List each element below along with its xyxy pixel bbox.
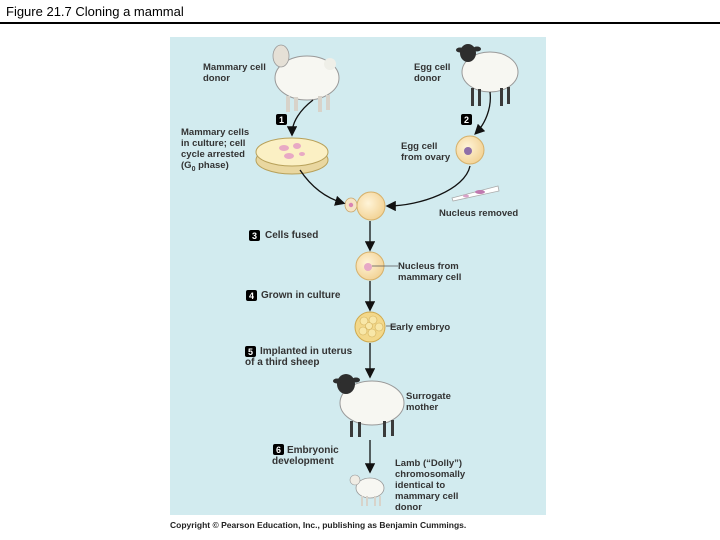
page-title: Figure 21.7 Cloning a mammal	[6, 4, 184, 19]
mammary-donor-sheep-icon	[272, 44, 340, 112]
label-egg-cell-from-ovary: Egg cell from ovary	[401, 141, 451, 163]
arrow-dish-to-fusion	[299, 169, 346, 206]
step-badge-5: 5	[245, 346, 256, 357]
step-number-3: 3	[252, 231, 257, 241]
step-badge-3: 3	[249, 230, 260, 241]
step-4-text: Grown in culture	[261, 290, 341, 301]
title-divider	[0, 22, 720, 24]
egg-cell-icon	[455, 135, 485, 165]
step-badges: 1 2 3 4 5 6	[245, 114, 472, 455]
step-badge-6: 6	[273, 444, 284, 455]
step-number-5: 5	[248, 347, 253, 357]
egg-donor-sheep-icon	[456, 44, 519, 106]
label-early-embryo: Early embryo	[390, 322, 451, 333]
arrow-egg-donor-to-egg	[474, 91, 491, 135]
early-embryo-icon	[354, 311, 386, 343]
culture-dish-icon	[255, 137, 329, 175]
lamb-dolly-icon	[349, 474, 385, 506]
arrow-egg-to-fusion	[385, 165, 471, 212]
label-nucleus-from-mammary-cell: Nucleus from mammary cell	[398, 261, 462, 283]
step-number-1: 1	[279, 115, 284, 125]
label-lamb-dolly: Lamb (“Dolly”) chromosomally identical t…	[395, 458, 466, 513]
step-number-2: 2	[464, 115, 469, 125]
label-surrogate-mother: Surrogate mother	[406, 391, 451, 413]
step-6-text: Embryonic development	[272, 445, 339, 467]
label-mammary-cell-donor: Mammary cell donor	[203, 62, 266, 84]
surrogate-mother-sheep-icon	[333, 374, 405, 437]
step-number-4: 4	[249, 291, 254, 301]
fusion-cells-icon	[344, 191, 386, 221]
step-3-text: Cells fused	[265, 230, 319, 241]
step-badge-2: 2	[461, 114, 472, 125]
step-badge-1: 1	[276, 114, 287, 125]
process-arrows	[286, 91, 491, 474]
nucleus-removal-pipette-icon	[451, 185, 500, 202]
label-mammary-cells-culture: Mammary cells in culture; cell cycle arr…	[181, 127, 250, 173]
fused-cell-icon	[355, 251, 385, 281]
label-egg-cell-donor: Egg cell donor	[414, 62, 451, 84]
leader-lines	[372, 265, 398, 327]
arrow-mammary-to-dish	[286, 99, 314, 137]
step-5-text: Implanted in uterus of a third sheep	[245, 346, 353, 368]
step-number-6: 6	[276, 445, 281, 455]
copyright-notice: Copyright © Pearson Education, Inc., pub…	[170, 520, 467, 530]
step-badge-4: 4	[246, 290, 257, 301]
label-nucleus-removed: Nucleus removed	[439, 208, 519, 219]
